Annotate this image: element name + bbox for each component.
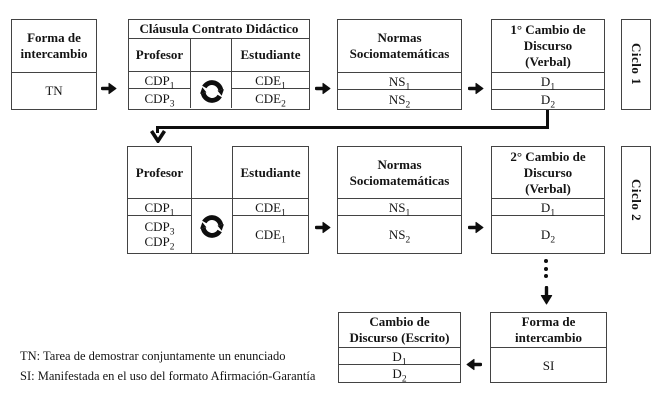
cell-cdp1-c2: CDP1 <box>128 199 191 218</box>
cell-ns2-c1: NS2 <box>388 91 411 111</box>
normas-2-header: Normas Sociomatemáticas <box>338 147 461 199</box>
vertical-dots-icon <box>544 259 548 282</box>
right-arrow-icon <box>315 221 331 234</box>
table-profesor-2: Profesor CDP1 CDP3 CDP2 <box>127 146 192 254</box>
forma-1-header: Forma de intercambio <box>12 20 96 73</box>
table-cambio-escrito: Cambio de Discurso (Escrito) D1 D2 <box>338 312 461 385</box>
gap-divider-top <box>191 198 233 199</box>
cambio-2-header: 2° Cambio de Discurso (Verbal) <box>492 147 604 199</box>
sync-cycle-icon <box>200 215 224 238</box>
left-arrow-icon <box>466 358 482 371</box>
cycle2-label-box: Ciclo 2 <box>621 146 651 254</box>
cell-cde1b-c2: CDE1 <box>255 226 286 246</box>
clausula-middle-cell <box>191 39 232 71</box>
table-forma-intercambio-final: Forma de intercambio SI <box>490 312 607 383</box>
right-arrow-icon <box>101 82 117 95</box>
gap-divider-bottom <box>191 253 233 254</box>
cell-d2-c1: D2 <box>540 91 556 111</box>
right-arrow-icon <box>468 221 484 234</box>
cell-cdp1-c1: CDP1 <box>129 72 190 91</box>
forma-1-header-line2: intercambio <box>20 46 88 61</box>
clausula-estudiante-header: Estudiante <box>240 47 301 62</box>
footnote-tn: TN: Tarea de demostrar conjuntamente un … <box>20 349 286 363</box>
cell-d1-c1: D1 <box>492 73 604 92</box>
cycle1-label: Ciclo 1 <box>629 43 644 86</box>
clausula-profesor-header: Profesor <box>129 39 191 71</box>
cell-ns1-c1: NS1 <box>338 73 461 92</box>
connector-vertical-line <box>546 110 549 129</box>
cell-cdp3-cdp2-c2: CDP3 CDP2 <box>144 219 175 253</box>
profesor-2-header: Profesor <box>128 147 191 199</box>
cell-cde1-c1: CDE1 <box>232 72 309 91</box>
normas-1-header: Normas Sociomatemáticas <box>338 20 461 73</box>
table-normas-2: Normas Sociomatemáticas NS1 NS2 <box>337 146 462 254</box>
table-cambio-verbal-1: 1° Cambio de Discurso (Verbal) D1 D2 <box>491 19 605 110</box>
cycle2-label: Ciclo 2 <box>629 178 644 222</box>
forma-final-header: Forma de intercambio <box>491 313 606 348</box>
cell-cde1a-c2: CDE1 <box>233 199 308 218</box>
right-arrow-icon <box>315 82 331 95</box>
cell-tn: TN <box>45 83 63 98</box>
table-clausula-contrato: Cláusula Contrato Didáctico Profesor Est… <box>128 19 310 110</box>
cell-cdp3-c1: CDP3 <box>144 91 175 110</box>
table-cambio-verbal-2: 2° Cambio de Discurso (Verbal) D1 D2 <box>491 146 605 254</box>
table-forma-intercambio-1: Forma de intercambio TN <box>11 19 97 110</box>
connector-arrowhead-icon <box>149 130 167 143</box>
cell-ns1-c2: NS1 <box>338 199 461 218</box>
cell-ns2-c2: NS2 <box>388 226 411 246</box>
cambio-1-header: 1° Cambio de Discurso (Verbal) <box>492 20 604 73</box>
cycle1-label-box: Ciclo 1 <box>621 19 651 110</box>
down-arrow-icon <box>540 286 553 305</box>
connector-stub-line <box>156 126 159 133</box>
sync-cycle-icon <box>200 80 224 103</box>
cell-si: SI <box>542 357 555 373</box>
cell-d2-final: D2 <box>392 365 407 385</box>
table-estudiante-2: Estudiante CDE1 CDE1 <box>232 146 309 254</box>
estudiante-2-header: Estudiante <box>233 147 308 199</box>
table-normas-1: Normas Sociomatemáticas NS1 NS2 <box>337 19 462 110</box>
forma-1-header-line1: Forma de <box>27 30 81 45</box>
cell-d1-final: D1 <box>339 348 460 367</box>
cell-cde2-c1: CDE2 <box>255 91 286 110</box>
right-arrow-icon <box>468 82 484 95</box>
clausula-title: Cláusula Contrato Didáctico <box>129 20 309 39</box>
cell-d1-c2: D1 <box>492 199 604 218</box>
cell-d2-c2: D2 <box>540 226 556 246</box>
sync-icon-cell-c1 <box>191 72 232 108</box>
escrito-header: Cambio de Discurso (Escrito) <box>339 313 460 348</box>
footnote-si: SI: Manifestada en el uso del formato Af… <box>20 369 316 383</box>
connector-horizontal-line <box>156 126 549 129</box>
